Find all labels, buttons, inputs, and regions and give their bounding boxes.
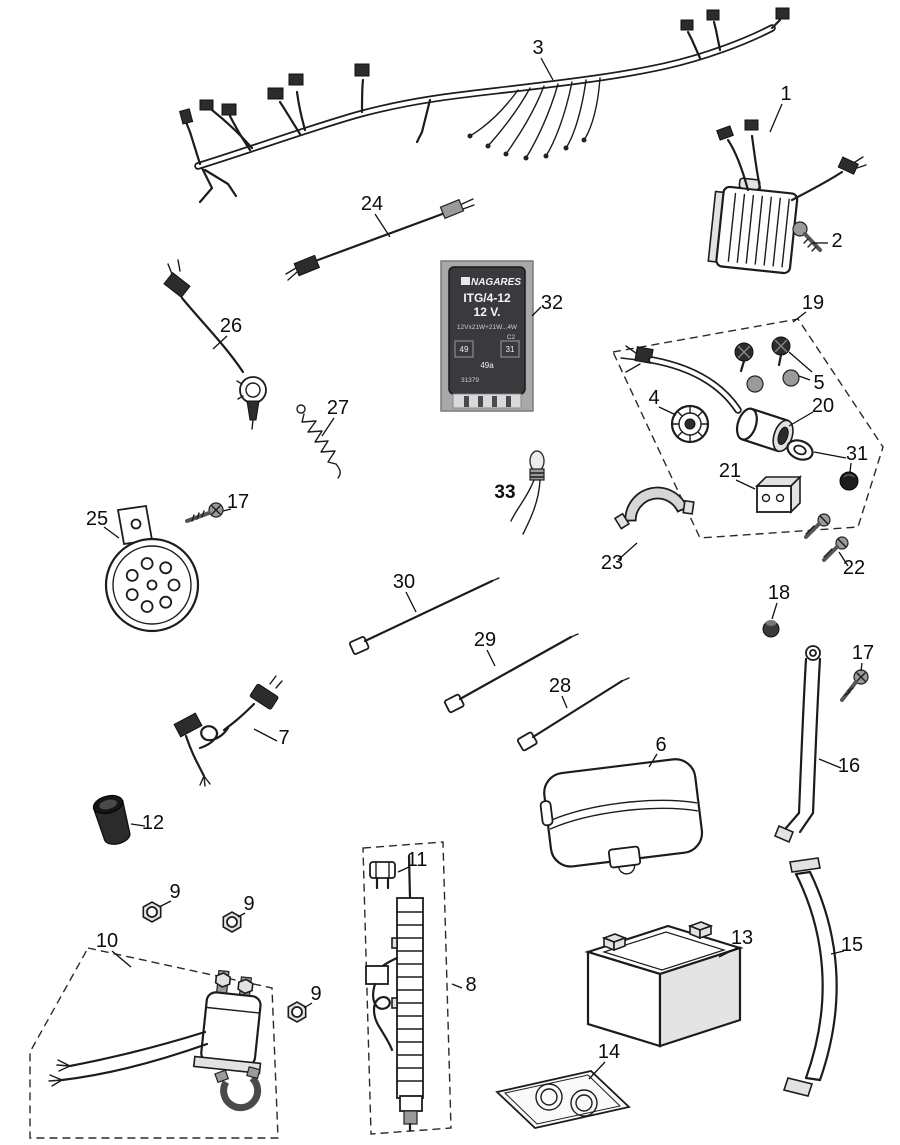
part-14-pad [495, 1070, 631, 1129]
part-label-2: 2 [831, 230, 842, 252]
part-1-rectifier [707, 119, 867, 275]
part-label-16: 16 [838, 755, 860, 777]
part-label-32: 32 [541, 292, 563, 314]
part-22-screws [804, 513, 849, 562]
part-9-nut-a [142, 901, 162, 923]
part-label-31: 31 [846, 443, 868, 465]
part-24-cable [285, 198, 475, 281]
part-label-27: 27 [327, 397, 349, 419]
part-label-12: 12 [142, 812, 164, 834]
part-label-29: 29 [474, 629, 496, 651]
part-label-23: 23 [601, 552, 623, 574]
part-label-33: 33 [494, 482, 515, 503]
part-17-screw-b [840, 669, 869, 702]
part-27-spring [296, 404, 341, 479]
part-label-15: 15 [841, 934, 863, 956]
part-25-horn [104, 504, 200, 633]
part-label-6: 6 [655, 734, 666, 756]
relay-terminal-31: 31 [506, 345, 515, 354]
part-31-washer [786, 439, 859, 491]
part-12-cap [92, 794, 131, 845]
part-9-nut-b [222, 911, 242, 933]
part-labels: 3 1 2 24 32 26 27 19 4 5 20 31 21 22 33 … [86, 37, 874, 1063]
leader-lines [103, 57, 863, 1080]
part-32-relay-photo: NAGARES ITG/4-12 12 V. 12Vx21W+21W...4W … [440, 260, 534, 412]
part-9-nut-c [287, 1001, 307, 1023]
relay-model-text: ITG/4-12 [463, 291, 511, 305]
relay-spec-text: 12Vx21W+21W...4W [457, 324, 518, 331]
part-label-5: 5 [813, 372, 824, 394]
part-11-fuse [369, 861, 396, 890]
part-label-9b: 9 [243, 893, 254, 915]
part-label-14: 14 [598, 1041, 620, 1063]
part-label-22: 22 [843, 557, 865, 579]
part-3-wiring-harness [179, 7, 790, 204]
part-label-30: 30 [393, 571, 415, 593]
part-label-8: 8 [465, 974, 476, 996]
part-label-9a: 9 [169, 881, 180, 903]
relay-code-text: 31379 [461, 377, 479, 384]
part-label-24: 24 [361, 193, 383, 215]
part-5-bulbs [734, 336, 800, 393]
part-20-ignition-switch [735, 407, 794, 453]
part-29-cable-tie [443, 633, 579, 714]
part-label-7: 7 [278, 727, 289, 749]
part-8-fuse-holder [362, 841, 452, 1135]
part-label-11: 11 [407, 849, 428, 871]
part-label-20: 20 [812, 395, 834, 417]
part-label-26: 26 [220, 315, 242, 337]
part-label-17b: 17 [852, 642, 874, 664]
relay-voltage-text: 12 V. [474, 305, 501, 319]
part-19-switch-assembly [611, 318, 884, 562]
part-17-screw-a [185, 502, 224, 523]
part-26-connector-lead [163, 259, 267, 430]
part-13-battery [584, 921, 744, 1048]
relay-c2-text: C2 [507, 334, 516, 341]
part-label-28: 28 [549, 675, 571, 697]
relay-terminal-49: 49 [460, 345, 469, 354]
part-label-3: 3 [532, 37, 543, 59]
part-label-9c: 9 [310, 983, 321, 1005]
relay-brand-text: NAGARES [471, 277, 521, 288]
part-28-cable-tie [516, 677, 630, 752]
part-4-knob [670, 404, 710, 444]
part-label-1: 1 [780, 83, 791, 105]
part-7-lead-wire [173, 675, 283, 787]
part-23-clamp [613, 486, 695, 530]
part-16-bracket [773, 645, 822, 844]
part-10-starter-relay [29, 947, 279, 1139]
part-21-box [755, 475, 802, 514]
part-18-grommet [762, 620, 780, 638]
part-label-13: 13 [731, 927, 753, 949]
relay-terminal-49a: 49a [480, 361, 494, 370]
part-label-25: 25 [86, 508, 108, 530]
part-label-19: 19 [802, 292, 824, 314]
part-6-toolbox [539, 758, 704, 875]
part-33-bulb-socket [510, 450, 545, 535]
part-label-18: 18 [768, 582, 790, 604]
part-30-cable-tie [348, 577, 500, 655]
relay-brand-logo [461, 277, 470, 285]
part-label-10: 10 [96, 930, 118, 952]
part-label-21: 21 [719, 460, 741, 482]
part-15-strap [782, 857, 838, 1097]
part-2-bolt [792, 221, 822, 252]
part-label-17a: 17 [227, 491, 249, 513]
part-label-4: 4 [648, 387, 659, 409]
